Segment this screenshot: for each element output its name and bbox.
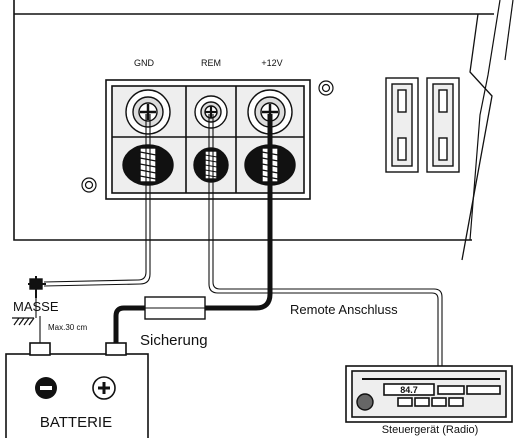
gnd-terminal-socket	[122, 144, 174, 186]
battery-label: BATTERIE	[40, 414, 112, 431]
plus12v-terminal-screw	[247, 89, 293, 135]
amplifier-fuse-right	[426, 77, 460, 173]
fuse-label: Sicherung	[140, 332, 208, 349]
radio-display-text: 84.7	[400, 385, 418, 395]
amplifier-housing	[13, 0, 514, 261]
remote-label: Remote Anschluss	[290, 302, 398, 317]
terminal-label-12v: +12V	[261, 58, 282, 68]
plus-icon	[92, 376, 116, 400]
max-length-label: Max.30 cm	[48, 323, 87, 332]
ground-to-battery-wire	[35, 298, 41, 344]
amplifier-fuse-left	[385, 77, 419, 173]
gnd-terminal-screw	[125, 89, 171, 135]
head-unit-label: Steuergerät (Radio)	[382, 424, 479, 436]
remote-wire	[208, 114, 443, 366]
rem-terminal-socket	[193, 147, 229, 183]
gnd-wire	[43, 114, 151, 287]
inline-fuse	[144, 296, 206, 320]
head-unit-knob	[356, 393, 374, 411]
terminal-label-rem: REM	[201, 58, 221, 68]
head-unit	[345, 365, 513, 423]
terminal-label-gnd: GND	[134, 58, 155, 68]
rem-terminal-screw	[194, 95, 228, 129]
minus-icon	[35, 377, 57, 399]
housing-screw-left	[81, 177, 97, 193]
power-wire	[113, 114, 273, 343]
ground-icon	[12, 317, 35, 326]
housing-screw-right	[318, 80, 334, 96]
ground-lug	[28, 276, 46, 298]
battery	[5, 342, 149, 443]
